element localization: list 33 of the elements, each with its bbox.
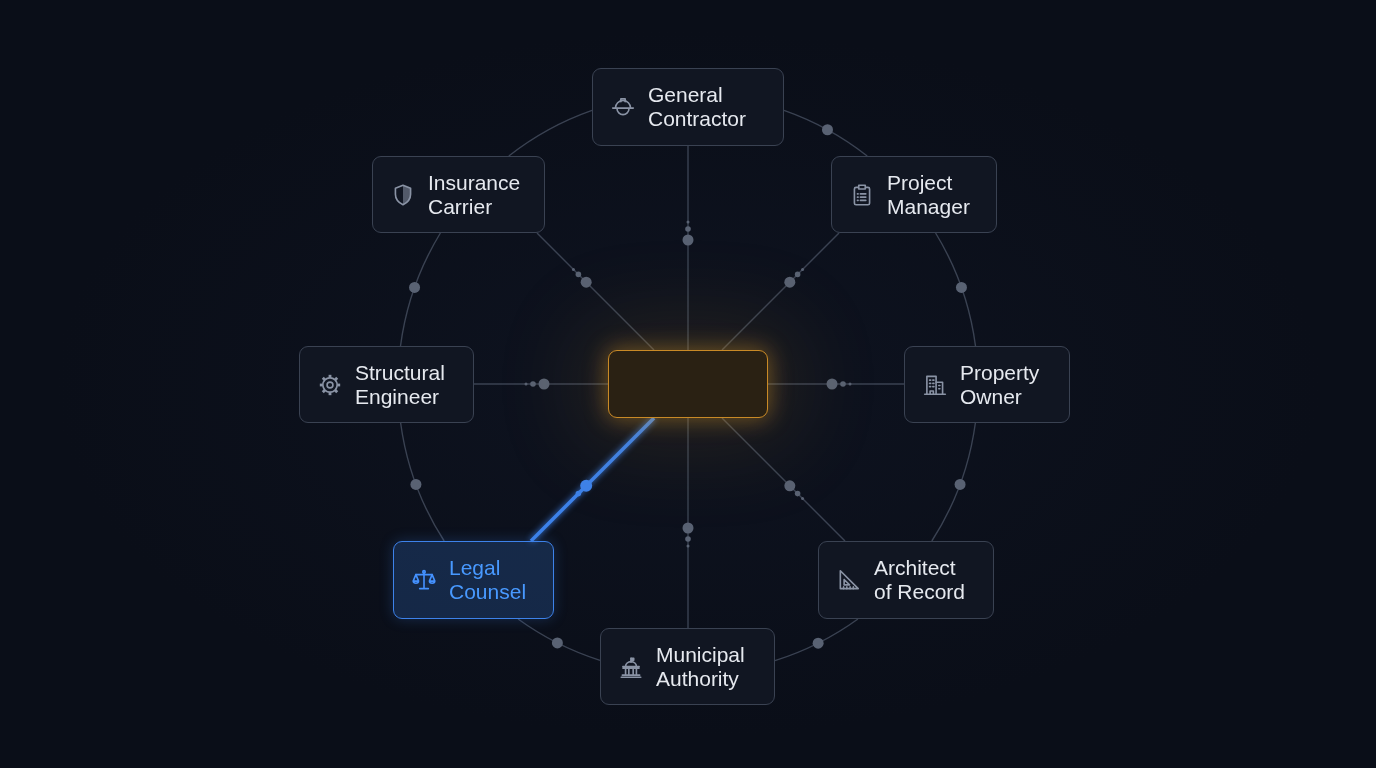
- ring-connector: [934, 232, 977, 347]
- role-box: [592, 68, 784, 146]
- spoke-connector: [536, 232, 655, 351]
- hub-box: [608, 350, 768, 418]
- role-label: Insurance Carrier: [428, 170, 522, 219]
- role-box: [818, 541, 994, 619]
- role-label: General Contractor: [648, 83, 748, 131]
- role-label: Legal Counsel: [449, 556, 528, 604]
- ring-connector: [783, 109, 868, 157]
- ring-connector: [517, 618, 601, 662]
- ring-connector: [774, 618, 859, 662]
- role-box: [904, 346, 1070, 423]
- role-label: Architect of Record: [874, 556, 967, 604]
- role-label: Project Manager: [887, 170, 971, 219]
- spoke-connector: [721, 232, 840, 351]
- selected-role-box: [393, 541, 554, 619]
- role-box: [372, 156, 545, 233]
- spoke-connector: [473, 383, 609, 385]
- role-box: [299, 346, 474, 423]
- ring-connector: [399, 422, 445, 542]
- role-label: Municipal Authority: [656, 642, 746, 691]
- ring-connector: [931, 422, 977, 542]
- ring-connector: [508, 109, 593, 157]
- role-box: [600, 628, 775, 705]
- role-box: [831, 156, 997, 233]
- spoke-connector: [529, 416, 656, 543]
- spoke-connector: [687, 417, 689, 629]
- role-label: Structural Engineer: [355, 360, 446, 409]
- role-label: Property Owner: [960, 360, 1041, 409]
- spoke-connector: [767, 383, 905, 385]
- spoke-connector: [721, 417, 846, 542]
- spoke-connector: [687, 145, 689, 351]
- ring-connector: [399, 232, 442, 347]
